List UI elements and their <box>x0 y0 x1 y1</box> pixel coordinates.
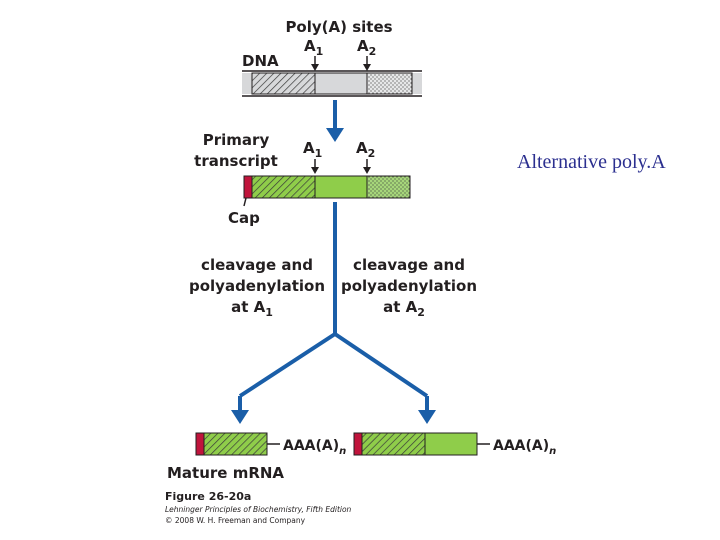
figure-number: Figure 26-20a <box>165 490 251 503</box>
svg-text:A2: A2 <box>356 139 375 160</box>
mature-mrna-a2: AAA(A)n <box>353 432 556 457</box>
site-a1-label: A1 <box>304 37 323 58</box>
primary-site-a1-label: A1 <box>303 139 322 160</box>
polya-sites-label: Poly(A) sites <box>285 18 392 36</box>
svg-text:cleavage and: cleavage and <box>201 256 313 274</box>
site-a1-pointer <box>311 56 319 71</box>
right-path-label: cleavage and polyadenylation at A2 <box>341 256 477 319</box>
svg-text:AAA(A)n: AAA(A)n <box>283 438 346 457</box>
right-arrowhead <box>418 410 436 424</box>
svg-text:A1: A1 <box>303 139 322 160</box>
svg-text:polyadenylation: polyadenylation <box>341 277 477 295</box>
left-path-label: cleavage and polyadenylation at A1 <box>189 256 325 319</box>
slide-title: Alternative poly.A <box>517 151 666 173</box>
primary-transcript-label-line2: transcript <box>194 152 278 170</box>
primary-site-a2-label: A2 <box>356 139 375 160</box>
site-a2-pointer <box>363 56 371 71</box>
svg-text:AAA(A)n: AAA(A)n <box>493 438 556 457</box>
dna-label: DNA <box>242 52 279 70</box>
dna-bar <box>242 70 422 97</box>
svg-text:at A1: at A1 <box>231 298 273 319</box>
primary-site-a1-pointer <box>311 159 319 174</box>
figure-copyright: © 2008 W. H. Freeman and Company <box>165 516 306 525</box>
svg-text:A2: A2 <box>357 37 376 58</box>
cap-pointer <box>243 197 247 207</box>
site-a2-label: A2 <box>357 37 376 58</box>
left-arrowhead <box>231 410 249 424</box>
branch-arrows <box>231 202 436 424</box>
mature-mrna-label: Mature mRNA <box>167 464 284 482</box>
mature-mrna-a1: AAA(A)n <box>195 432 346 457</box>
primary-site-a2-pointer <box>363 159 371 174</box>
svg-text:at A2: at A2 <box>383 298 425 319</box>
primary-transcript-label-line1: Primary <box>203 131 270 149</box>
cap-label: Cap <box>228 209 260 227</box>
transcription-arrow <box>326 100 344 142</box>
svg-text:polyadenylation: polyadenylation <box>189 277 325 295</box>
primary-transcript-bar <box>243 175 411 199</box>
svg-text:A1: A1 <box>304 37 323 58</box>
figure-book: Lehninger Principles of Biochemistry, Fi… <box>165 505 352 514</box>
svg-text:cleavage and: cleavage and <box>353 256 465 274</box>
